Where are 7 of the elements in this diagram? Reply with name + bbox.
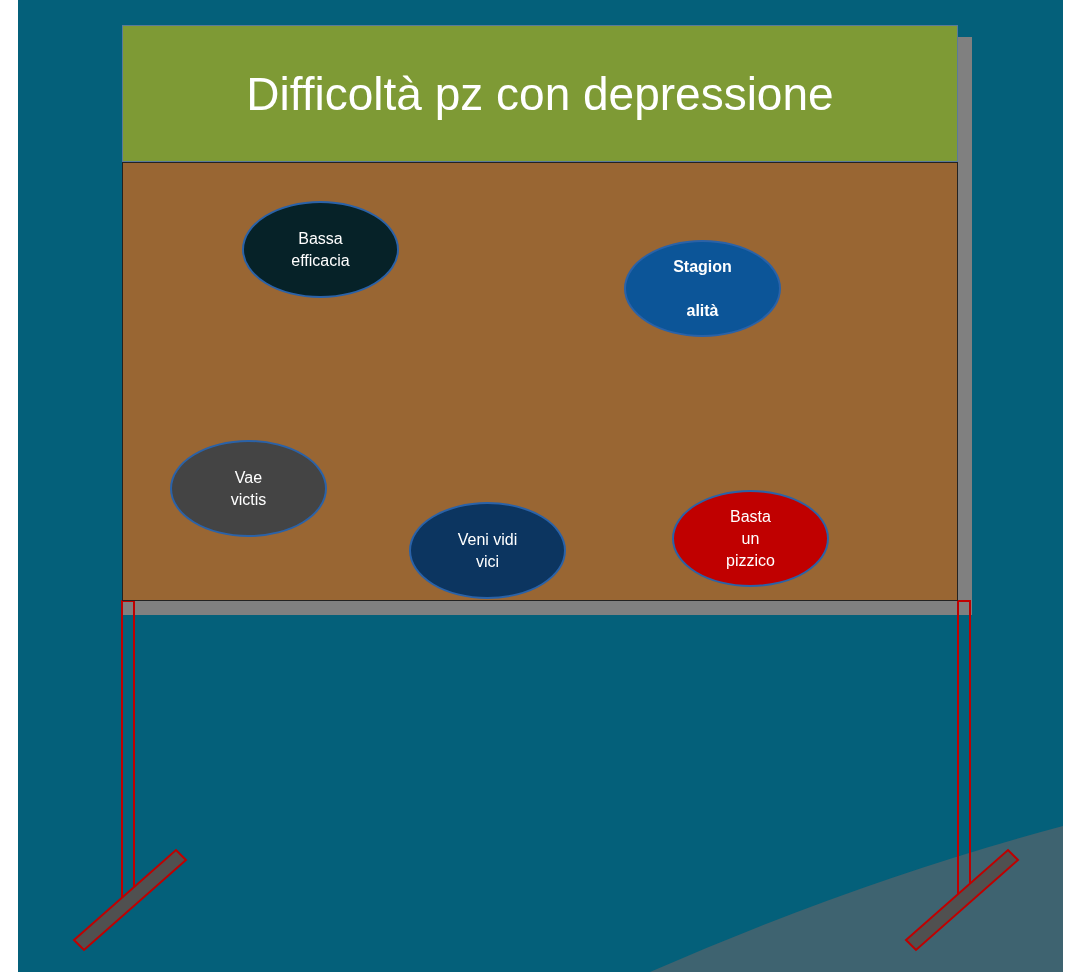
ellipse-bubble: Vae victis <box>170 440 327 537</box>
board-panel <box>122 162 958 601</box>
ellipse-bubble: Stagion alità <box>624 240 781 337</box>
ellipse-bubble: Veni vidi vici <box>409 502 566 599</box>
title-banner: Difficoltà pz con depressione <box>122 25 958 162</box>
ellipse-bubble: Bassa efficacia <box>242 201 399 298</box>
ellipse-bubble: Basta un pizzico <box>672 490 829 587</box>
